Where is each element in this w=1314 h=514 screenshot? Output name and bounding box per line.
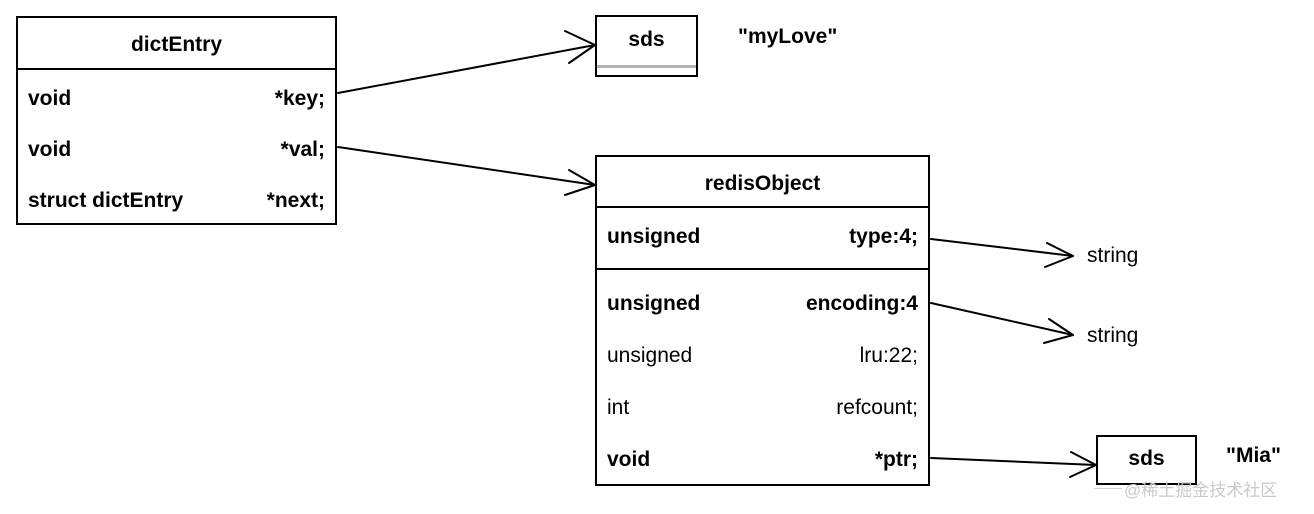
type-to-string-arrow — [930, 238, 1074, 268]
sds-top-title: sds — [628, 28, 665, 51]
redisobject-field-encoding: unsigned encoding:4 — [597, 289, 928, 319]
dictentry-field-next: struct dictEntry *next; — [18, 186, 335, 216]
type-target-label: string — [1087, 244, 1139, 267]
dictentry-divider — [18, 68, 335, 70]
key-to-sds-arrow — [337, 30, 596, 94]
field-name: refcount; — [836, 396, 918, 419]
field-type: unsigned — [607, 225, 701, 248]
watermark-line — [1094, 488, 1122, 489]
field-type: struct dictEntry — [28, 189, 184, 212]
field-type: unsigned — [607, 292, 701, 315]
redisobject-field-refcount: int refcount; — [597, 393, 928, 423]
redisobject-field-ptr: void *ptr; — [597, 445, 928, 475]
redisobject-divider-1 — [597, 206, 928, 208]
redisobject-struct-box: redisObject unsigned type:4; unsigned en… — [595, 155, 930, 486]
sds-top-divider — [597, 65, 696, 68]
field-name: encoding:4 — [805, 292, 918, 315]
field-type: void — [28, 87, 72, 110]
field-type: int — [607, 396, 630, 419]
field-type: void — [607, 448, 651, 471]
encoding-to-string-arrow — [930, 302, 1074, 344]
sds-bottom-box: sds — [1096, 435, 1197, 485]
sds-bottom-value: "Mia" — [1226, 444, 1281, 467]
ptr-to-sds-arrow — [930, 451, 1097, 478]
redisobject-divider-2 — [597, 268, 928, 270]
redisobject-field-lru: unsigned lru:22; — [597, 341, 928, 371]
encoding-target-label: string — [1087, 324, 1139, 347]
field-type: unsigned — [607, 344, 693, 367]
dictentry-field-key: void *key; — [18, 84, 335, 114]
redisobject-field-type: unsigned type:4; — [597, 222, 928, 252]
sds-top-value: "myLove" — [738, 25, 838, 48]
field-name: lru:22; — [859, 344, 918, 367]
field-type: void — [28, 138, 72, 161]
field-name: type:4; — [849, 225, 918, 248]
field-name: *key; — [274, 87, 325, 110]
field-name: *val; — [280, 138, 325, 161]
field-name: *next; — [266, 189, 325, 212]
sds-bottom-title: sds — [1128, 447, 1165, 470]
sds-top-box: sds — [595, 15, 698, 77]
dictentry-struct-box: dictEntry void *key; void *val; struct d… — [16, 16, 337, 225]
dictentry-title: dictEntry — [130, 33, 222, 56]
redisobject-title: redisObject — [704, 172, 821, 195]
val-to-redisobject-arrow — [337, 146, 596, 196]
watermark-text: @稀土掘金技术社区 — [1124, 481, 1278, 500]
dictentry-field-val: void *val; — [18, 135, 335, 165]
field-name: *ptr; — [874, 448, 918, 471]
